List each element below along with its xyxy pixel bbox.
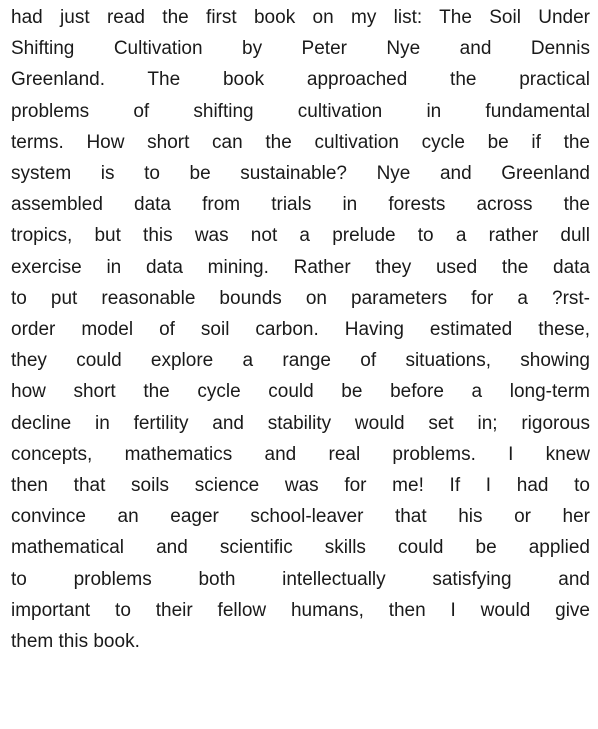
text-line: to put reasonable bounds on parameters f… xyxy=(11,287,590,309)
text-line: assembled data from trials in forests ac… xyxy=(11,194,590,216)
text-line: terms. How short can the cultivation cyc… xyxy=(11,131,590,153)
text-line: problems of shifting cultivation in fund… xyxy=(11,100,590,122)
text-line: tropics, but this was not a prelude to a… xyxy=(11,225,590,247)
text-line: order model of soil carbon. Having estim… xyxy=(11,319,590,341)
text-line: exercise in data mining. Rather they use… xyxy=(11,256,590,278)
text-line: had just read the first book on my list:… xyxy=(11,7,590,28)
text-line: how short the cycle could be before a lo… xyxy=(11,381,590,403)
text-line: then that soils science was for me! If I… xyxy=(11,475,590,497)
text-line: Shifting Cultivation by Peter Nye and De… xyxy=(11,38,590,60)
text-line: important to their fellow humans, then I… xyxy=(11,599,590,621)
text-line: concepts, mathematics and real problems.… xyxy=(11,443,590,465)
text-line: Greenland. The book approached the pract… xyxy=(11,69,590,91)
text-line: decline in fertility and stability would… xyxy=(11,412,590,434)
text-line: them this book. xyxy=(11,631,140,653)
text-line: they could explore a range of situations… xyxy=(11,350,590,372)
text-line: convince an eager school-leaver that his… xyxy=(11,506,590,528)
text-line: mathematical and scientific skills could… xyxy=(11,537,590,559)
text-line: to problems both intellectually satisfyi… xyxy=(11,568,590,590)
body-paragraph: had just read the first book on my list:… xyxy=(11,2,590,657)
text-line: system is to be sustainable? Nye and Gre… xyxy=(11,163,590,185)
